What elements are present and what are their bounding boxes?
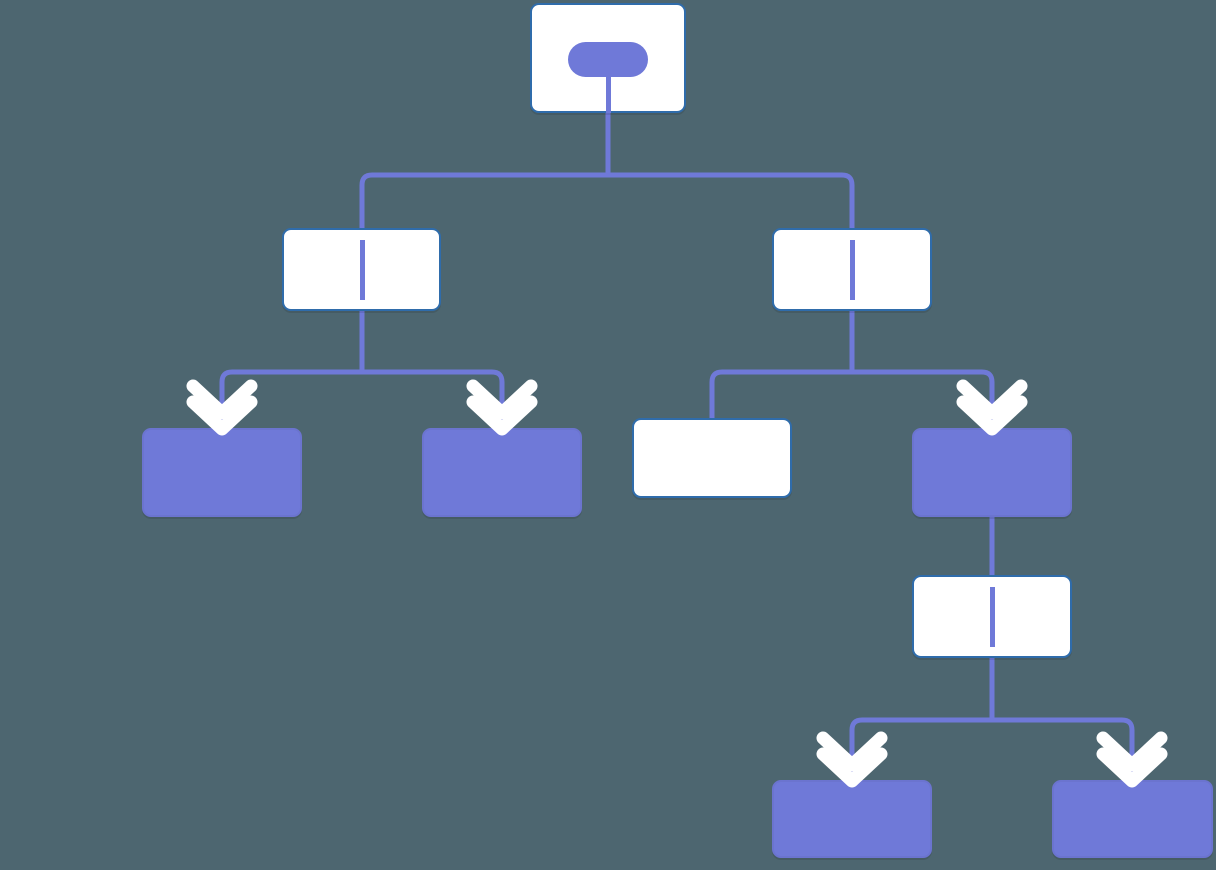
leaf-node-3[interactable]: [632, 418, 792, 498]
leaf-node-2[interactable]: [422, 428, 582, 517]
stem-through-root: [605, 59, 611, 113]
leaf-node-4[interactable]: [772, 780, 932, 858]
stem-through-branch-left: [359, 240, 365, 300]
leaf-node-1[interactable]: [142, 428, 302, 517]
stem-through-sub-branch: [989, 587, 995, 647]
branch-node-right-child[interactable]: [912, 428, 1072, 517]
leaf-node-5[interactable]: [1052, 780, 1213, 858]
stem-through-branch-right: [849, 240, 855, 300]
